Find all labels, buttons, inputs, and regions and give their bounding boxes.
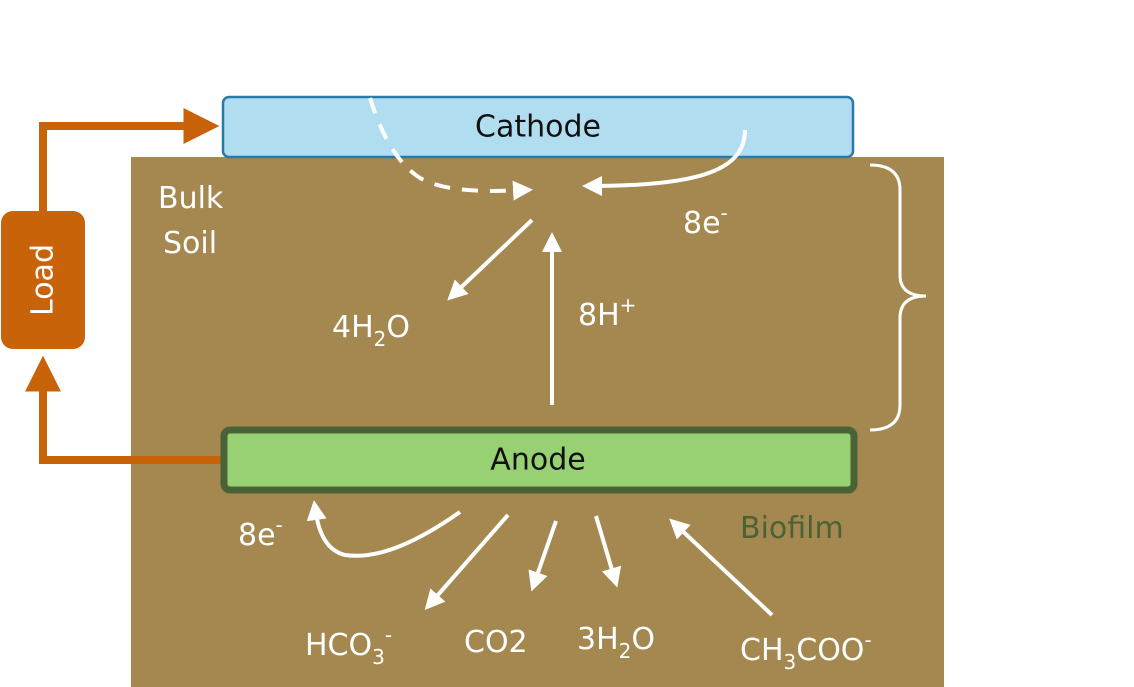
anode-label: Anode [490,443,585,478]
water-top-label: 4H2O [332,310,410,351]
biofilm-label: Biofilm [740,511,844,546]
co2-arrow [528,520,558,592]
circuit-wire-bottom [25,355,222,464]
bulk-soil-label-1: Bulk [158,181,224,216]
load-box: Load [1,211,85,349]
cathode-electrode: Cathode [221,95,855,159]
acetate-arrow [669,518,774,617]
bicarbonate-label: HCO3- [305,623,392,669]
co2-label: CO2 [464,625,528,660]
protons-label: 8H+ [578,293,636,333]
soil-region [131,157,944,687]
dashed-oxygen-arrow [368,97,533,201]
anode-electron-arrow [306,500,462,558]
water-bottom-label: 3H2O [577,622,655,663]
cathode-electron-arrow [582,129,747,196]
circuit-wire-top [39,108,220,212]
acetate-label: CH3COO- [740,628,872,674]
cathode-label: Cathode [475,110,601,145]
bulk-soil-label-2: Soil [163,226,217,261]
bulk-soil-bracket [869,163,927,432]
water-out-arrow [594,515,622,588]
bicarbonate-arrow [424,513,510,611]
anode-electrode: Anode [220,426,858,494]
electrons-bottom-label: 8e- [238,513,283,553]
load-label: Load [26,244,61,316]
water-formation-arrow [447,218,534,301]
electrons-top-label: 8e- [683,201,728,241]
